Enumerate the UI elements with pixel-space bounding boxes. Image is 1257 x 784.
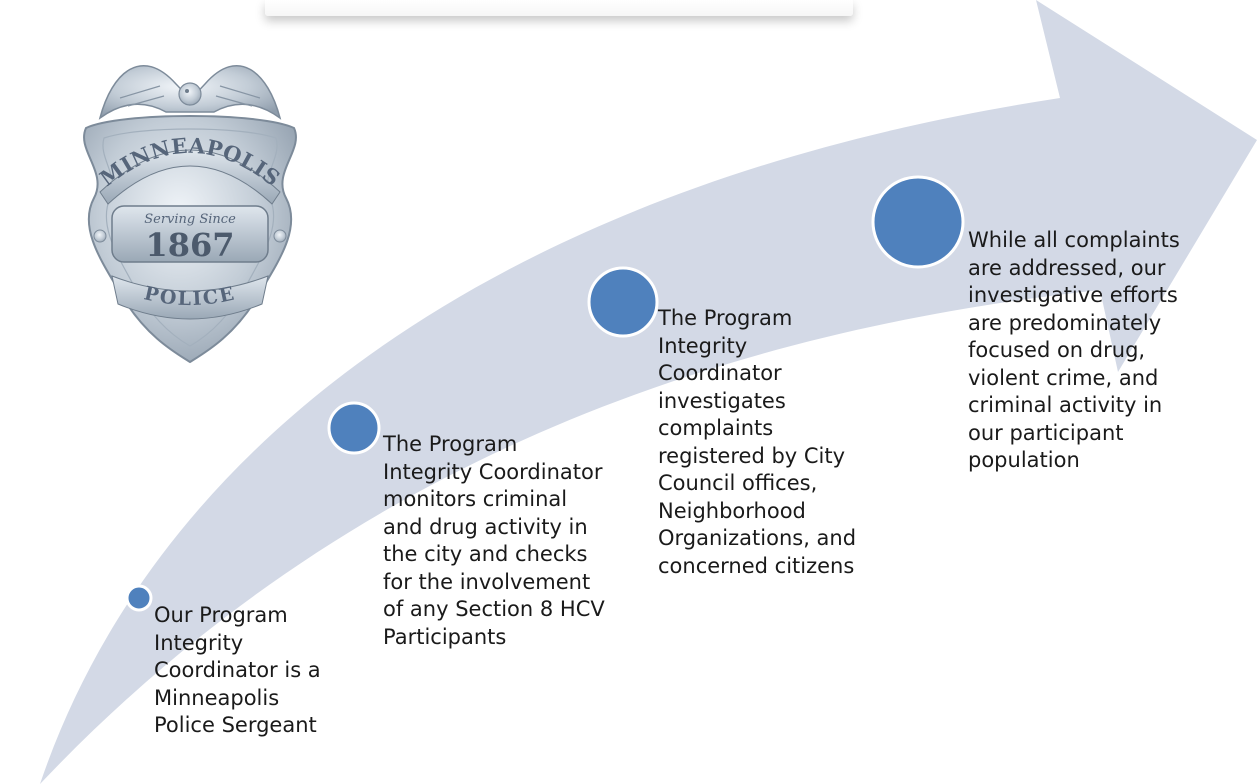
step-4-text: While all complaints are addressed, our …	[968, 228, 1180, 472]
eagle-icon	[98, 64, 282, 120]
step-2-text: The Program Integrity Coordinator monito…	[383, 432, 605, 649]
step-3-marker	[587, 266, 659, 338]
police-badge-logo: MINNEAPOLIS Serving Since 1867 POLICE	[83, 64, 297, 364]
step-1-marker	[125, 584, 153, 612]
step-2-marker	[327, 401, 381, 455]
step-markers	[125, 175, 965, 612]
step-1-text: Our Program Integrity Coordinator is a M…	[154, 603, 321, 737]
badge-motto-text: Serving Since	[144, 212, 236, 227]
step-4-marker	[871, 175, 965, 269]
title-tab	[265, 0, 853, 16]
badge-year-text: 1867	[145, 226, 234, 264]
step-3-text: The Program Integrity Coordinator invest…	[658, 306, 857, 578]
